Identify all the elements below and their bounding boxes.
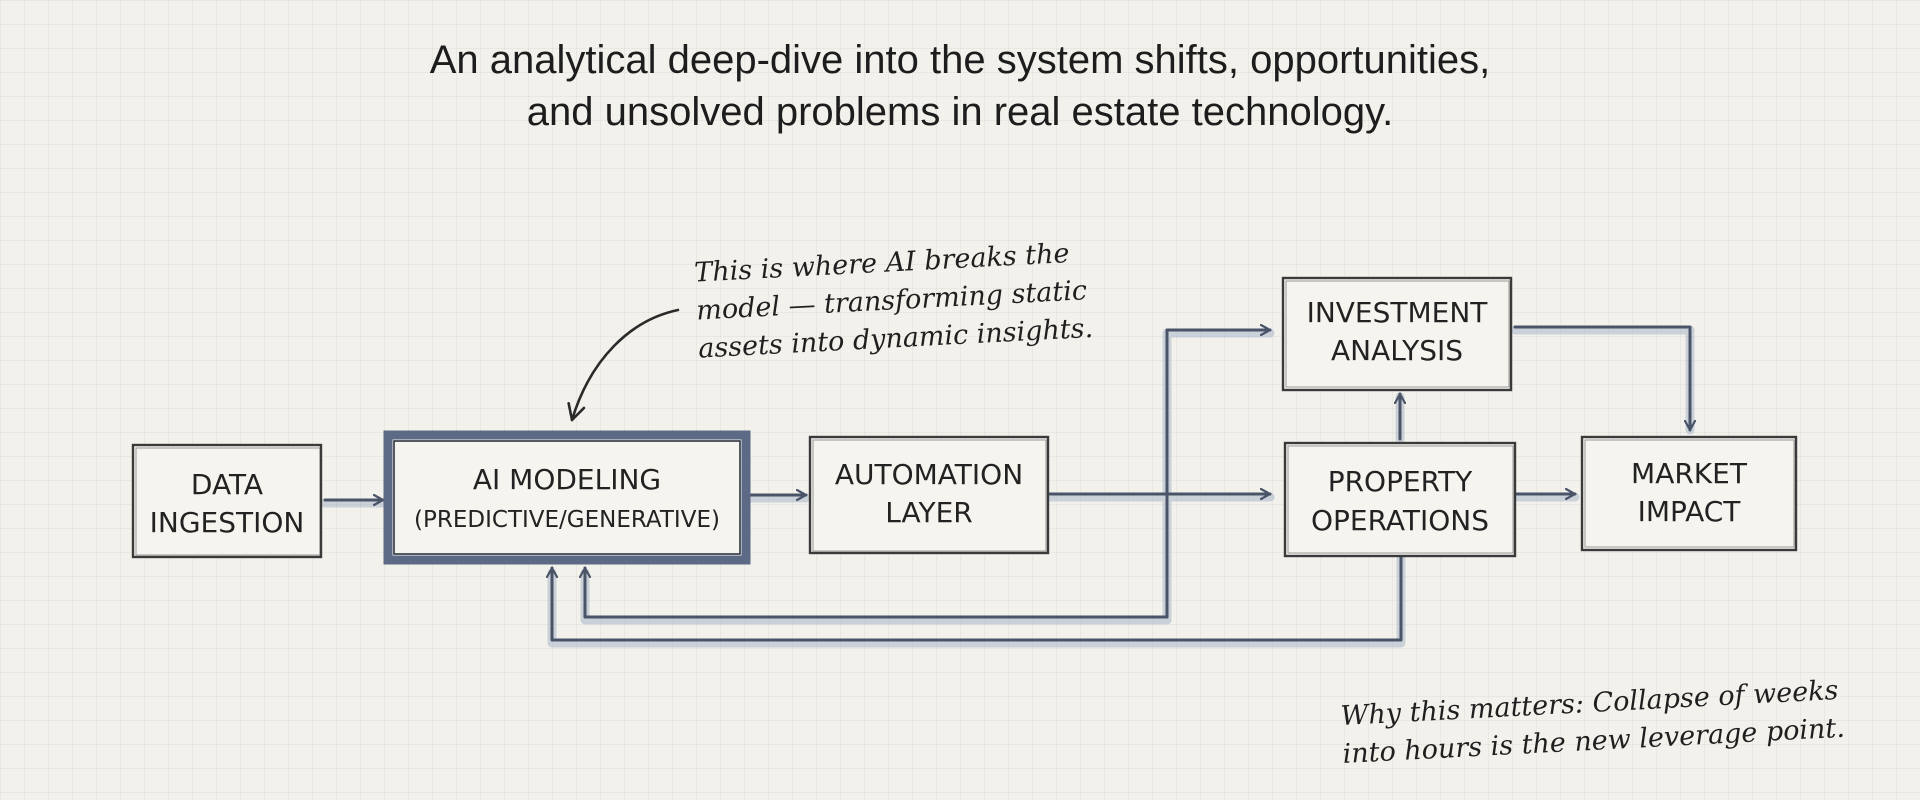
node-property-operations-line2: OPERATIONS bbox=[1311, 504, 1489, 537]
node-market-impact: MARKET IMPACT bbox=[1580, 435, 1798, 552]
node-automation-layer-line1: AUTOMATION bbox=[835, 458, 1023, 491]
node-investment-analysis-line1: INVESTMENT bbox=[1307, 296, 1489, 329]
node-ai-modeling-line1: AI MODELING bbox=[473, 463, 661, 496]
node-ai-modeling: AI MODELING (PREDICTIVE/GENERATIVE) bbox=[383, 430, 751, 565]
node-investment-analysis-line2: ANALYSIS bbox=[1331, 334, 1463, 367]
node-property-operations-line1: PROPERTY bbox=[1328, 465, 1473, 498]
headline-line-2: and unsolved problems in real estate tec… bbox=[526, 90, 1394, 134]
annotation-ai-note: This is where AI breaks the model — tran… bbox=[694, 238, 1094, 365]
node-data-ingestion: DATA INGESTION bbox=[131, 443, 323, 559]
node-automation-layer: AUTOMATION LAYER bbox=[808, 435, 1050, 555]
arrow-to-investment bbox=[1165, 330, 1272, 619]
node-data-ingestion-line2: INGESTION bbox=[150, 506, 305, 539]
annotation-arrow bbox=[567, 308, 680, 422]
annotation-matters-note: Why this matters: Collapse of weeks into… bbox=[1340, 675, 1846, 770]
node-market-impact-line2: IMPACT bbox=[1638, 495, 1742, 528]
feedback-loop-inner bbox=[585, 566, 1169, 619]
node-ai-modeling-line2: (PREDICTIVE/GENERATIVE) bbox=[414, 507, 720, 533]
node-property-operations: PROPERTY OPERATIONS bbox=[1283, 441, 1517, 558]
arrow-investment-to-market bbox=[1513, 325, 1690, 432]
node-investment-analysis: INVESTMENT ANALYSIS bbox=[1281, 276, 1513, 392]
connectors bbox=[323, 325, 1690, 642]
node-automation-layer-line2: LAYER bbox=[885, 496, 972, 529]
node-data-ingestion-line1: DATA bbox=[191, 468, 263, 501]
node-market-impact-line1: MARKET bbox=[1631, 457, 1748, 490]
feedback-loop-outer bbox=[552, 553, 1403, 642]
headline-line-1: An analytical deep-dive into the system … bbox=[429, 38, 1491, 82]
headline: An analytical deep-dive into the system … bbox=[0, 34, 1920, 138]
